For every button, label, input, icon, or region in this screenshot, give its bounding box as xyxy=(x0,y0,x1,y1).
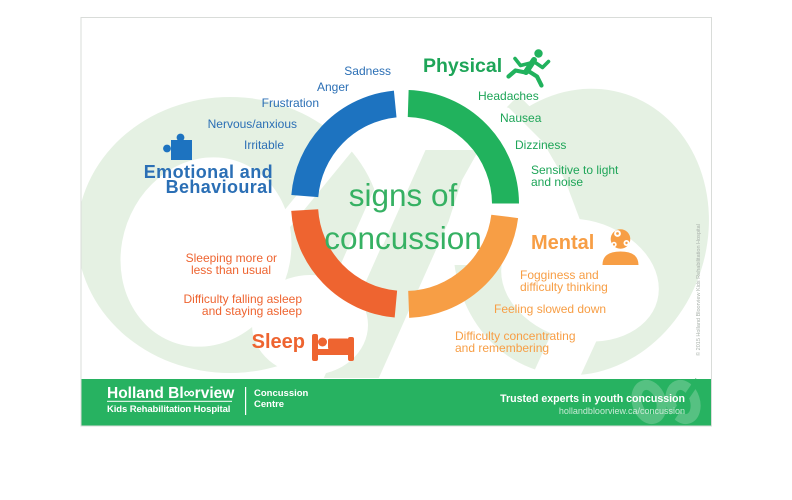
svg-text:Holland Bl∞rview: Holland Bl∞rview xyxy=(107,385,235,402)
svg-text:Mental: Mental xyxy=(531,232,594,254)
svg-text:Nervous/anxious: Nervous/anxious xyxy=(208,117,297,131)
svg-text:Frustration: Frustration xyxy=(262,96,319,110)
svg-text:Physical: Physical xyxy=(423,55,502,77)
svg-text:and staying asleep: and staying asleep xyxy=(202,304,302,318)
svg-text:© 2015 Holland Bloorview Kids: © 2015 Holland Bloorview Kids Rehabilita… xyxy=(695,224,702,356)
svg-text:Sadness: Sadness xyxy=(344,64,391,78)
svg-text:Difficulty falling asleep: Difficulty falling asleep xyxy=(183,292,302,306)
svg-text:Nausea: Nausea xyxy=(500,111,542,125)
svg-text:Sleeping more or: Sleeping more or xyxy=(186,251,277,265)
svg-text:Kids Rehabilitation Hospital: Kids Rehabilitation Hospital xyxy=(107,404,230,415)
svg-text:Behavioural: Behavioural xyxy=(166,177,273,197)
svg-text:Centre: Centre xyxy=(254,399,284,410)
svg-text:Emotional and: Emotional and xyxy=(144,162,273,182)
svg-text:Fogginess and: Fogginess and xyxy=(520,268,599,282)
svg-text:Feeling slowed down: Feeling slowed down xyxy=(494,302,606,316)
svg-text:and remembering: and remembering xyxy=(455,341,549,355)
svg-text:Irritable: Irritable xyxy=(244,138,284,152)
svg-text:Dizziness: Dizziness xyxy=(515,138,566,152)
svg-text:Difficulty concentrating: Difficulty concentrating xyxy=(455,329,576,343)
svg-text:concussion: concussion xyxy=(324,220,482,256)
svg-text:Concussion: Concussion xyxy=(254,388,309,399)
svg-text:Headaches: Headaches xyxy=(478,89,539,103)
svg-text:hollandbloorview.ca/concussion: hollandbloorview.ca/concussion xyxy=(559,406,685,416)
svg-text:signs of: signs of xyxy=(349,177,458,213)
svg-text:less than usual: less than usual xyxy=(191,263,271,277)
svg-text:Anger: Anger xyxy=(317,80,349,94)
svg-text:Trusted experts in youth concu: Trusted experts in youth concussion xyxy=(500,393,685,405)
svg-text:difficulty thinking: difficulty thinking xyxy=(520,280,608,294)
svg-text:and noise: and noise xyxy=(531,175,583,189)
svg-text:Sleep: Sleep xyxy=(252,331,305,353)
svg-text:Sensitive to light: Sensitive to light xyxy=(531,163,619,177)
